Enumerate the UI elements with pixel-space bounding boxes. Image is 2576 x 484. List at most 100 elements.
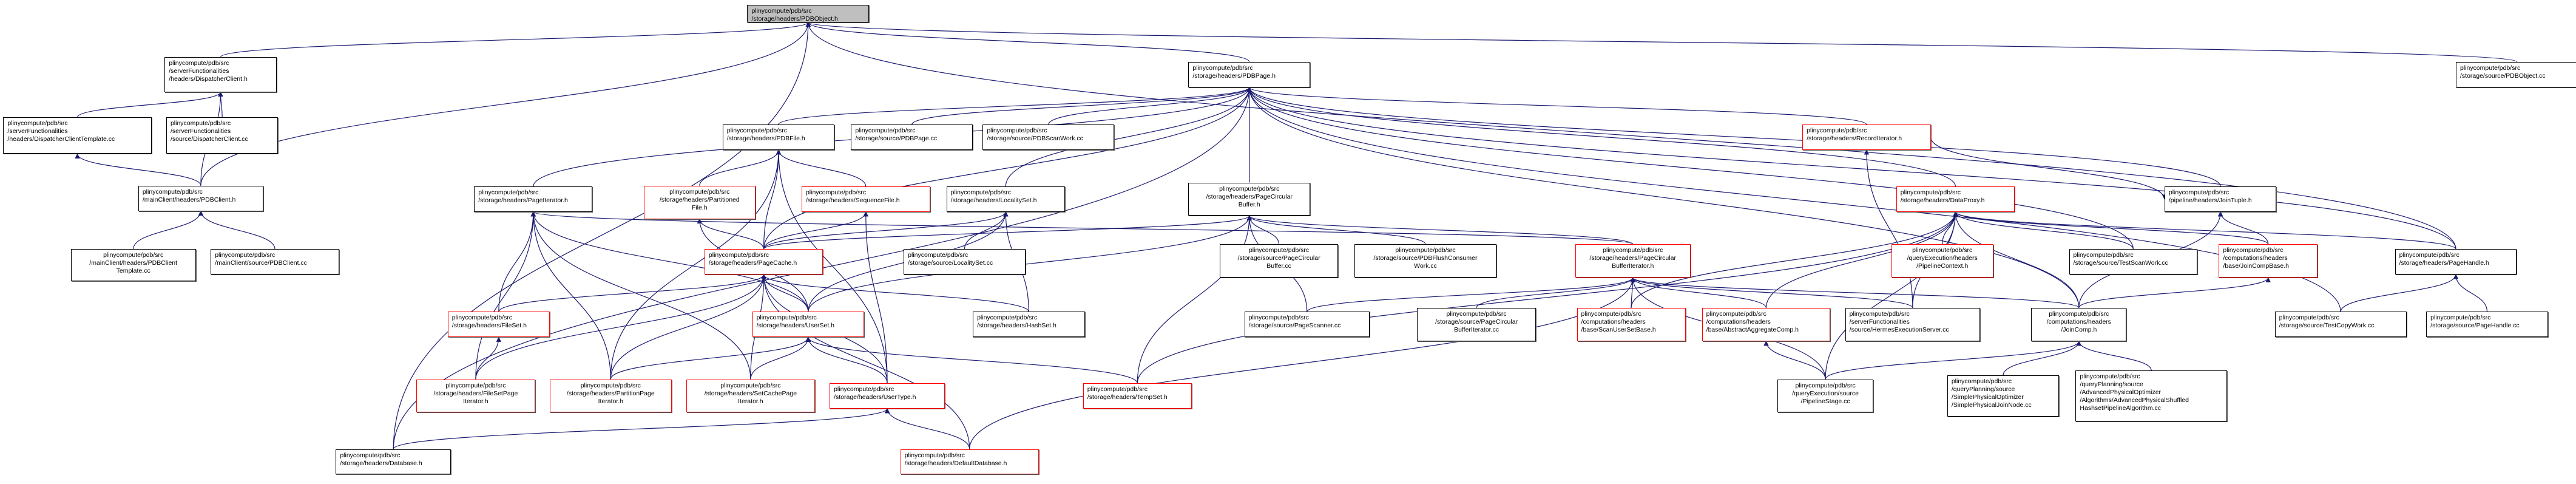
node-label-line: plinycompute/pdb/src xyxy=(1603,247,1663,254)
node-scanusersetbase-h[interactable]: plinycompute/pdb/src/computations/header… xyxy=(1577,307,1686,341)
node-pagehandle-h[interactable]: plinycompute/pdb/src/storage/headers/Pag… xyxy=(2395,249,2517,275)
node-pipelinestage-cc[interactable]: plinycompute/pdb/src/queryExecution/sour… xyxy=(1777,379,1873,413)
edge-dispatcherclienttemplate_cc-to-dispatcherclient_h xyxy=(76,91,223,118)
node-label-line: /computations/headers xyxy=(1581,318,1646,326)
edge-abstractaggregatecomp_h-to-dataproxy_h xyxy=(1765,211,1958,308)
node-label-line: Buffer.h xyxy=(1238,200,1260,208)
node-label-line: /storage/headers/Database.h xyxy=(340,459,422,467)
node-localityset-cc[interactable]: plinycompute/pdb/src/storage/source/Loca… xyxy=(904,249,1026,275)
node-localityset-h[interactable]: plinycompute/pdb/src/storage/headers/Loc… xyxy=(946,186,1065,212)
node-pdbobject-cc[interactable]: plinycompute/pdb/src/storage/source/PDBO… xyxy=(2455,61,2576,87)
node-usertype-h[interactable]: plinycompute/pdb/src/storage/headers/Use… xyxy=(830,383,945,409)
node-pagecache-h[interactable]: plinycompute/pdb/src/storage/headers/Pag… xyxy=(704,249,823,275)
node-database-h[interactable]: plinycompute/pdb/src/storage/headers/Dat… xyxy=(336,449,451,475)
node-label-line: /storage/headers/RecordIterator.h xyxy=(1807,135,1902,143)
node-partitionedfile-h[interactable]: plinycompute/pdb/src/storage/headers/Par… xyxy=(643,185,756,219)
node-dispatcherclienttemplate-cc[interactable]: plinycompute/pdb/src/serverFunctionaliti… xyxy=(3,117,152,154)
node-label-line: /storage/source/PDBObject.cc xyxy=(2459,72,2546,80)
node-pagecircularbufferiterator-h[interactable]: plinycompute/pdb/src/storage/headers/Pag… xyxy=(1575,244,1691,278)
node-abstractaggregatecomp-h[interactable]: plinycompute/pdb/src/computations/header… xyxy=(1702,307,1831,341)
node-pdbfile-h[interactable]: plinycompute/pdb/src/storage/headers/PDB… xyxy=(722,124,835,150)
node-pdbscanwork-cc[interactable]: plinycompute/pdb/src/storage/source/PDBS… xyxy=(982,124,1115,150)
node-pdbflushconsumerwork-cc[interactable]: plinycompute/pdb/src/storage/source/PDBF… xyxy=(1354,244,1496,278)
node-testscanwork-cc[interactable]: plinycompute/pdb/src/storage/source/Test… xyxy=(2069,249,2198,275)
edge-partitionpageiterator_h-to-userset_h xyxy=(610,336,811,380)
node-label-line: /SimplePhysicalJoinNode.cc xyxy=(1951,401,2032,409)
edge-pagecache_h-to-sequencefile_h xyxy=(763,211,868,250)
node-userset-h[interactable]: plinycompute/pdb/src/storage/headers/Use… xyxy=(752,312,865,338)
node-pdbobject-h[interactable]: plinycompute/pdb/src/storage/headers/PDB… xyxy=(747,4,870,22)
node-sequencefile-h[interactable]: plinycompute/pdb/src/storage/headers/Seq… xyxy=(801,186,930,212)
edge-hashset_h-to-pagecache_h xyxy=(761,274,1029,312)
node-label-line: plinycompute/pdb/src xyxy=(1087,386,1148,394)
node-pdbclienttemplate-cc[interactable]: plinycompute/pdb/src/mainClient/headers/… xyxy=(70,249,196,281)
node-testcopywork-cc[interactable]: plinycompute/pdb/src/storage/source/Test… xyxy=(2274,312,2407,338)
node-pageiterator-h[interactable]: plinycompute/pdb/src/storage/headers/Pag… xyxy=(474,186,593,212)
node-label-line: /storage/headers/PageIterator.h xyxy=(478,197,568,205)
node-pdbpage-h[interactable]: plinycompute/pdb/src/storage/headers/PDB… xyxy=(1188,61,1311,87)
node-label-line: Iterator.h xyxy=(598,397,624,405)
node-pagescanner-cc[interactable]: plinycompute/pdb/src/storage/source/Page… xyxy=(1244,312,1370,338)
node-label-line: plinycompute/pdb/src xyxy=(1951,378,2012,385)
node-hermesexecutionserver-cc[interactable]: plinycompute/pdb/src/serverFunctionaliti… xyxy=(1845,307,1981,341)
node-recorditerator-h[interactable]: plinycompute/pdb/src/storage/headers/Rec… xyxy=(1802,124,1931,150)
node-defaultdatabase-h[interactable]: plinycompute/pdb/src/storage/headers/Def… xyxy=(900,449,1039,475)
node-setcachepageiterator-h[interactable]: plinycompute/pdb/src/storage/headers/Set… xyxy=(686,379,815,413)
node-label-line: plinycompute/pdb/src xyxy=(1192,64,1253,72)
node-label-line: plinycompute/pdb/src xyxy=(1446,310,1507,318)
node-joincomp-h[interactable]: plinycompute/pdb/src/computations/header… xyxy=(2031,307,2127,341)
edge-pdbclient_cc-to-pdbclient_h xyxy=(198,210,276,250)
node-partitionpageiterator-h[interactable]: plinycompute/pdb/src/storage/headers/Par… xyxy=(549,379,672,413)
node-label-line: plinycompute/pdb/src xyxy=(215,251,276,259)
node-label-line: plinycompute/pdb/src xyxy=(726,127,787,135)
node-pdbclient-h[interactable]: plinycompute/pdb/src/mainClient/headers/… xyxy=(138,185,263,211)
edge-joincomp_h-to-joincompbase_h xyxy=(2078,277,2271,308)
node-pagecircularbuffer-h[interactable]: plinycompute/pdb/src/storage/headers/Pag… xyxy=(1188,182,1311,216)
edge-localityset_h-to-pdbpage_h xyxy=(1005,86,1252,187)
node-pagecircularbuffer-cc[interactable]: plinycompute/pdb/src/storage/source/Page… xyxy=(1219,244,1339,278)
node-filesetpageiterator-h[interactable]: plinycompute/pdb/src/storage/headers/Fil… xyxy=(416,379,535,413)
node-pagecircularbufferiterator-cc[interactable]: plinycompute/pdb/src/storage/source/Page… xyxy=(1417,307,1536,341)
node-label-line: plinycompute/pdb/src xyxy=(1795,381,1856,389)
node-dispatcherclient-h[interactable]: plinycompute/pdb/src/serverFunctionaliti… xyxy=(164,57,277,92)
node-jointuple-h[interactable]: plinycompute/pdb/src/pipeline/headers/Jo… xyxy=(2164,186,2277,212)
node-label-line: /serverFunctionalities xyxy=(1849,318,1910,326)
node-label-line: Buffer.cc xyxy=(1266,262,1291,270)
node-pipelinecontext-h[interactable]: plinycompute/pdb/src/queryExecution/head… xyxy=(1891,244,1993,278)
node-label-line: plinycompute/pdb/src xyxy=(2223,247,2284,254)
node-label-line: /storage/headers/UserSet.h xyxy=(756,322,834,330)
node-label-line: plinycompute/pdb/src xyxy=(756,314,817,322)
node-label-line: plinycompute/pdb/src xyxy=(1706,310,1766,318)
edge-abstractaggregatecomp_h-to-pagecircularbufferiterator_h xyxy=(1630,277,1767,308)
node-label-line: Iterator.h xyxy=(463,397,488,405)
node-label-line: plinycompute/pdb/src xyxy=(170,120,231,128)
node-label-line: plinycompute/pdb/src xyxy=(751,7,812,15)
node-label-line: Iterator.h xyxy=(738,397,763,405)
node-dataproxy-h[interactable]: plinycompute/pdb/src/storage/headers/Dat… xyxy=(1896,186,2015,212)
node-pagehandle-cc[interactable]: plinycompute/pdb/src/storage/source/Page… xyxy=(2426,312,2548,338)
node-label-line: /storage/source/PDBPage.cc xyxy=(855,135,938,143)
edge-database_h-to-pdbobject_h xyxy=(393,21,811,449)
node-hashset-h[interactable]: plinycompute/pdb/src/storage/headers/Has… xyxy=(973,312,1085,338)
node-joincompbase-h[interactable]: plinycompute/pdb/src/computations/header… xyxy=(2219,244,2318,278)
edge-pagecache_h-to-pdbfile_h xyxy=(763,149,782,250)
edge-simplephysicaljoinnode_cc-to-joincomp_h xyxy=(2003,340,2082,376)
node-label-line: plinycompute/pdb/src xyxy=(2430,314,2491,322)
node-pdbclient-cc[interactable]: plinycompute/pdb/src/mainClient/source/P… xyxy=(211,249,339,275)
edge-usertype_h-to-sequencefile_h xyxy=(863,211,888,384)
edge-defaultdatabase_h-to-pagecircularbufferiterator_h xyxy=(969,277,1635,449)
edge-partitionpageiterator_h-to-pagecache_h xyxy=(610,274,766,380)
node-fileset-h[interactable]: plinycompute/pdb/src/storage/headers/Fil… xyxy=(447,312,550,338)
node-label-line: /storage/source/PDBFlushConsumer xyxy=(1373,254,1478,262)
node-label-line: plinycompute/pdb/src xyxy=(977,314,1038,322)
edge-dispatcherclient_h-to-pdbobject_h xyxy=(220,21,811,58)
node-tempset-h[interactable]: plinycompute/pdb/src/storage/headers/Tem… xyxy=(1083,383,1192,409)
node-label-line: plinycompute/pdb/src xyxy=(1248,314,1309,322)
edge-pagehandle_h-to-pdbobject_h xyxy=(805,21,2456,250)
edge-usertype_h-to-userset_h xyxy=(805,336,888,384)
node-advancedphysicalshuffled-cc[interactable]: plinycompute/pdb/src/queryPlanning/sourc… xyxy=(2075,370,2227,421)
node-dispatcherclient-cc[interactable]: plinycompute/pdb/src/serverFunctionaliti… xyxy=(166,117,279,154)
node-label-line: /storage/headers/PageCircular xyxy=(1206,193,1293,200)
node-simplephysicaljoinnode-cc[interactable]: plinycompute/pdb/src/queryPlanning/sourc… xyxy=(1947,375,2060,417)
node-pdbpage-cc[interactable]: plinycompute/pdb/src/storage/source/PDBP… xyxy=(851,124,973,150)
